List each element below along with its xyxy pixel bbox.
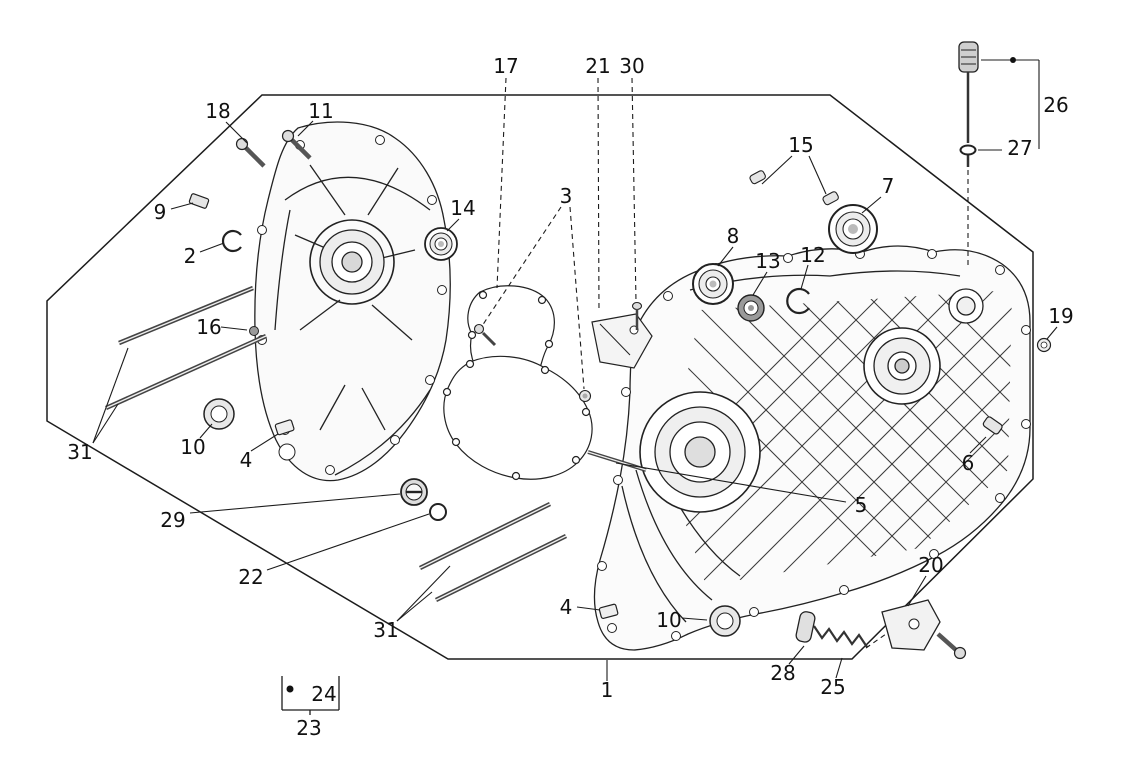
callout-16: 16 xyxy=(196,315,222,339)
callout-17: 17 xyxy=(493,54,519,78)
bracket-20 xyxy=(881,599,941,651)
bushing-10-bottom xyxy=(709,605,741,637)
callout-23: 23 xyxy=(296,716,322,740)
oil-plug-29 xyxy=(400,478,428,506)
leader-lines xyxy=(92,57,1058,681)
callout-13: 13 xyxy=(755,249,781,273)
plug-6 xyxy=(982,416,1003,435)
bolt-11 xyxy=(281,129,312,160)
callout-6: 6 xyxy=(961,451,975,475)
nut-19 xyxy=(1036,337,1052,353)
o-ring-22 xyxy=(429,503,447,521)
callout-29: 29 xyxy=(160,508,186,532)
bearing-7 xyxy=(828,204,878,254)
crankcase-half-right xyxy=(593,245,1031,651)
ref-box-23-24 xyxy=(281,676,340,715)
callout-28: 28 xyxy=(770,661,796,685)
callout-21: 21 xyxy=(585,54,611,78)
dashed-leader-lines xyxy=(481,77,969,649)
callout-1: 1 xyxy=(600,678,614,702)
bearing-14 xyxy=(424,227,458,261)
callout-2: 2 xyxy=(183,244,197,268)
bushing-10-left xyxy=(203,398,235,430)
callout-18: 18 xyxy=(205,99,231,123)
spacer-4-bottom xyxy=(598,603,619,620)
callout-4-bottom: 4 xyxy=(559,595,573,619)
ball-16 xyxy=(249,326,259,336)
callout-20: 20 xyxy=(918,553,944,577)
callout-5: 5 xyxy=(854,493,868,517)
screw-20 xyxy=(936,632,967,660)
callout-27: 27 xyxy=(1007,136,1033,160)
callout-30: 30 xyxy=(619,54,645,78)
oil-seal-13 xyxy=(737,294,765,322)
callout-31-left: 31 xyxy=(67,440,93,464)
dipstick-26 xyxy=(958,41,979,167)
circlip-2 xyxy=(221,229,242,253)
spring-25 xyxy=(813,625,868,648)
plunger-28 xyxy=(795,611,816,643)
callout-3: 3 xyxy=(559,184,573,208)
studs-31-bottom xyxy=(419,501,567,603)
callout-31-bottom: 31 xyxy=(373,618,399,642)
spacer-4-left xyxy=(274,419,295,436)
callout-4-left: 4 xyxy=(239,448,253,472)
callout-7: 7 xyxy=(881,174,895,198)
studs-31-left xyxy=(105,285,267,411)
callout-10-left: 10 xyxy=(180,435,206,459)
circlip-12 xyxy=(786,287,810,315)
callout-24: 24 xyxy=(311,682,337,706)
dowels-15 xyxy=(749,170,839,206)
callout-12: 12 xyxy=(800,243,826,267)
callout-10-bottom: 10 xyxy=(656,608,682,632)
callout-15: 15 xyxy=(788,133,814,157)
bearing-8 xyxy=(692,263,734,305)
washer-27 xyxy=(959,144,977,156)
callout-22: 22 xyxy=(238,565,264,589)
callout-9: 9 xyxy=(153,200,167,224)
callout-25: 25 xyxy=(820,675,846,699)
dowel-9 xyxy=(188,193,210,209)
callout-11: 11 xyxy=(308,99,334,123)
assembly-outline-border xyxy=(46,94,1034,660)
callout-19: 19 xyxy=(1048,304,1074,328)
callout-14: 14 xyxy=(450,196,476,220)
screws-3 xyxy=(473,323,592,403)
callout-26: 26 xyxy=(1043,93,1069,117)
crankcase-gasket xyxy=(442,355,593,481)
callout-8: 8 xyxy=(726,224,740,248)
crankcase-half-left xyxy=(254,121,451,482)
screw-30 xyxy=(631,301,643,330)
